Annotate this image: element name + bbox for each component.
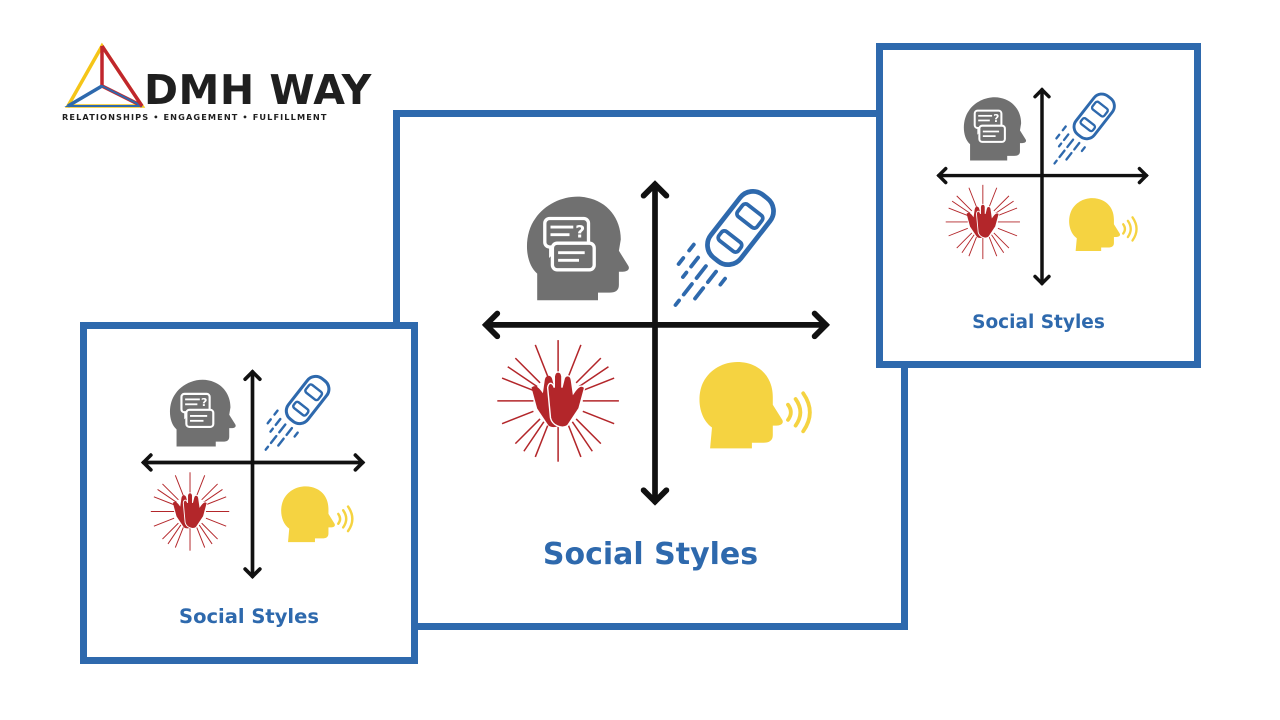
- social-styles-quadrant-diagram: [141, 367, 365, 579]
- social-styles-card-main: Social Styles: [393, 110, 908, 630]
- social-styles-quadrant-diagram: [937, 85, 1149, 286]
- triangle-logo-icon: [64, 42, 146, 108]
- social-styles-card-left: Social Styles: [80, 322, 418, 664]
- card-title: Social Styles: [542, 537, 759, 572]
- logo-tagline: RELATIONSHIPS • ENGAGEMENT • FULFILLMENT: [62, 112, 328, 122]
- social-styles-card-right: Social Styles: [876, 43, 1201, 368]
- card-title: Social Styles: [179, 605, 319, 628]
- card-title: Social Styles: [972, 312, 1105, 333]
- dmh-way-logo: DMH WAY RELATIONSHIPS • ENGAGEMENT • FUL…: [62, 42, 371, 126]
- logo-name: DMH WAY: [144, 66, 372, 114]
- social-styles-quadrant-diagram: [465, 152, 845, 532]
